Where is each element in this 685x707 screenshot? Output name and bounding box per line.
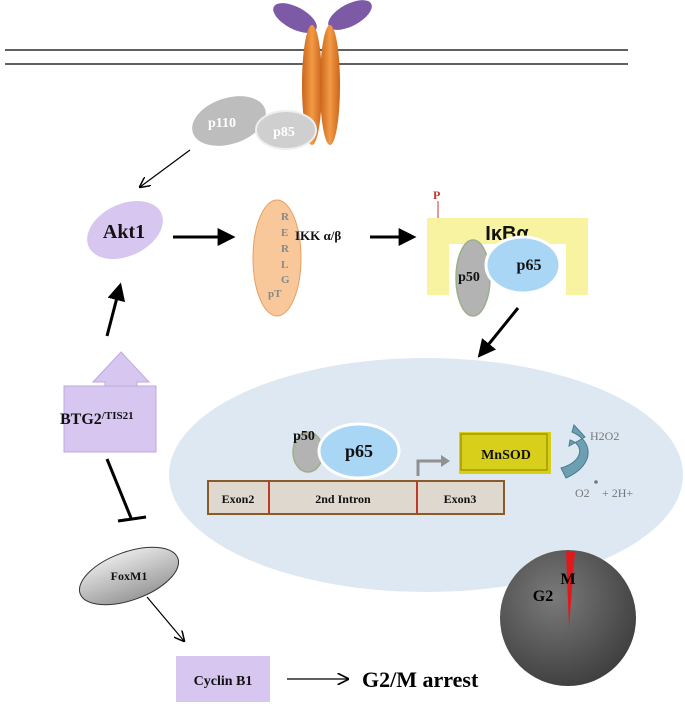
ikk-label: IKK α/β: [295, 228, 341, 243]
intron-label: 2nd Intron: [315, 492, 371, 506]
inhibition-line-btg2-foxm1: [105, 458, 133, 519]
two-h-label: + 2H+: [602, 486, 633, 500]
ikk-phospho-residues: R E R L G pT: [268, 211, 290, 300]
mnsod-box: [459, 432, 551, 474]
p85-subunit: [255, 110, 317, 150]
btg2-up-arrow: [91, 351, 151, 388]
receptor: [273, 0, 372, 145]
p65-cytoplasm: [484, 235, 562, 295]
akt1-label: Akt1: [103, 221, 145, 243]
ikk-residue-2: E: [281, 227, 288, 239]
foxm1-label: FoxM1: [111, 569, 148, 583]
receptor-chain-right: [320, 25, 340, 145]
p110-subunit: [192, 96, 266, 146]
g2-label: G2: [533, 588, 553, 605]
ikk-node: [252, 199, 302, 317]
g2m-arrest-label: G2/M arrest: [362, 667, 479, 692]
ikk-residue-4: L: [281, 259, 288, 271]
gene-bar: [207, 480, 505, 515]
radical-dot: [594, 480, 598, 484]
phospho-label: P: [433, 188, 440, 202]
btg2-main-text: BTG2: [60, 411, 102, 428]
intron-prefix: 2nd: [315, 492, 335, 506]
foxm1-node: [78, 546, 180, 606]
ikba-complex: P IκBα p50 p65: [427, 188, 588, 317]
m-label: M: [560, 571, 575, 588]
m-phase-wedge: [566, 551, 575, 628]
receptor-chain-left: [302, 25, 322, 145]
btg2-label: BTG2/TIS21: [60, 410, 134, 428]
arrow-pi3k-to-akt1: [140, 149, 191, 187]
p85-label: p85: [273, 125, 295, 140]
transcription-start-arrow: [416, 459, 442, 476]
mnsod-label: MnSOD: [481, 448, 531, 463]
ikba-node: [427, 218, 588, 295]
receptor-head-left: [273, 3, 317, 33]
gene-locus: Exon2 2nd Intron Exon3: [207, 480, 505, 515]
p50-nuclear-label: p50: [293, 429, 315, 444]
transcription-arrowhead: [441, 455, 450, 467]
ikk-residue-3: R: [281, 243, 290, 255]
cyclin-b1-box: [176, 656, 270, 702]
arrow-foxm1-to-cyclin: [146, 596, 184, 641]
ikk-residue-1: R: [281, 211, 290, 223]
akt1-node: [87, 200, 163, 260]
ikk-residue-6: pT: [268, 288, 282, 300]
p65-nuclear: [317, 422, 401, 480]
pi3k-complex: p110 p85: [192, 96, 317, 150]
dismutation-arrow: [560, 424, 589, 479]
ikk-residue-5: G: [281, 274, 290, 286]
exon2-label: Exon2: [222, 492, 255, 506]
cell-cycle-disk: [500, 550, 636, 686]
h2o2-label: H2O2: [590, 429, 619, 443]
exon3-label: Exon3: [444, 492, 477, 506]
arrow-nfkb-to-nucleus: [477, 307, 520, 358]
p110-label: p110: [208, 116, 236, 131]
o2-label: O2: [575, 486, 590, 500]
arrow-btg2-to-akt1: [105, 282, 126, 337]
mnsod-box-border: [460, 433, 548, 471]
nucleus: [169, 358, 683, 592]
p65-cytoplasm-label: p65: [517, 257, 542, 274]
p65-nuclear-label: p65: [345, 441, 373, 461]
btg2-box: [63, 385, 157, 453]
inhibition-bar: [117, 515, 147, 523]
btg2-superscript: /TIS21: [101, 410, 134, 422]
btg2-node: [63, 351, 157, 453]
cyclin-b1-label: Cyclin B1: [194, 674, 253, 689]
mnsod-box-fill: [459, 432, 551, 474]
receptor-head-right: [328, 0, 372, 30]
p50-cytoplasm-label: p50: [458, 270, 480, 285]
intron-word: Intron: [338, 492, 371, 506]
